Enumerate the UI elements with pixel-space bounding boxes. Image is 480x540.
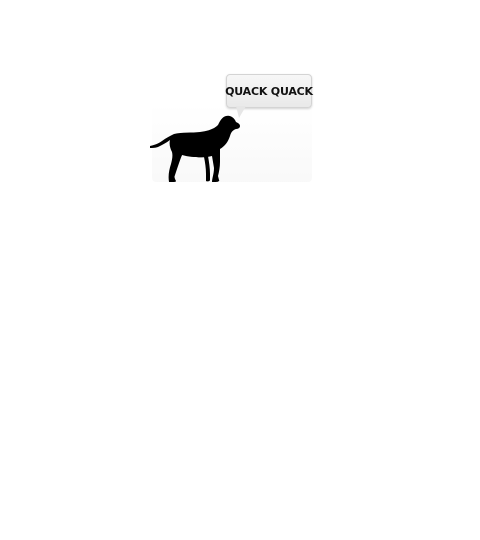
speech-bubble-tail (236, 106, 246, 118)
dog-silhouette-icon (150, 115, 240, 182)
speech-bubble: QUACK QUACK (225, 74, 313, 108)
speech-bubble-text: QUACK QUACK (225, 84, 313, 98)
